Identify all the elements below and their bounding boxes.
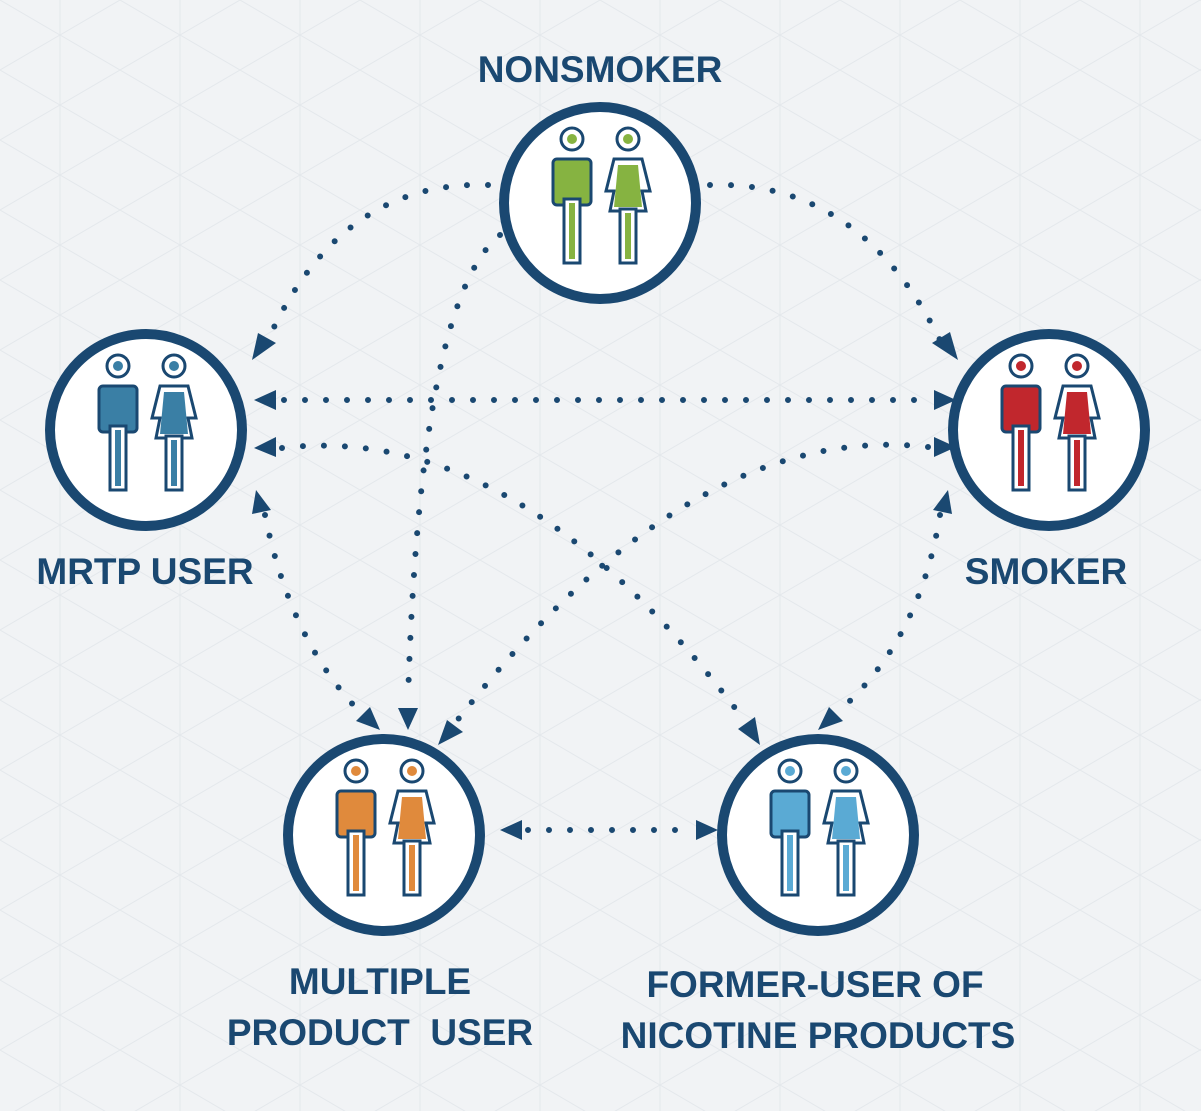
node-label: NONSMOKER	[478, 49, 723, 90]
arrowhead-icon	[254, 437, 276, 457]
node-circle	[948, 329, 1150, 531]
arrowhead-icon	[932, 332, 958, 360]
arrowhead-icon	[438, 720, 463, 745]
transition-arrows	[252, 181, 958, 840]
arrow-nonsmoker-to-multiple	[405, 232, 503, 703]
node-label-line1: FORMER-USER OF	[646, 964, 983, 1005]
arrowhead-icon	[818, 707, 843, 730]
node-nonsmoker: NONSMOKER	[478, 49, 723, 304]
node-label: SMOKER	[965, 551, 1127, 592]
arrowhead-icon	[252, 333, 276, 360]
node-circle	[283, 734, 485, 936]
arrowhead-icon	[500, 820, 522, 840]
arrowhead-icon	[738, 717, 760, 745]
node-smoker: SMOKER	[948, 329, 1150, 592]
node-circle	[499, 102, 701, 304]
node-circle	[717, 734, 919, 936]
arrowhead-icon	[933, 490, 952, 514]
node-label-line2: PRODUCT USER	[227, 1012, 533, 1053]
node-label-line2: NICOTINE PRODUCTS	[621, 1015, 1016, 1056]
node-label: MRTP USER	[36, 551, 253, 592]
arrowhead-icon	[356, 707, 380, 730]
node-circle	[45, 329, 247, 531]
arrowhead-icon	[696, 820, 718, 840]
arrowhead-icon	[934, 390, 956, 410]
node-mrtp-user: MRTP USER	[36, 329, 254, 592]
node-former-user: FORMER-USER OF NICOTINE PRODUCTS	[621, 734, 1016, 1056]
node-multiple-product-user: MULTIPLE PRODUCT USER	[227, 734, 533, 1053]
arrowhead-icon	[254, 390, 276, 410]
node-label-line1: MULTIPLE	[289, 961, 471, 1002]
arrow-mrtp-former	[279, 442, 747, 723]
arrowhead-icon	[934, 437, 956, 457]
arrow-nonsmoker-to-smoker	[707, 181, 943, 343]
arrowhead-icon	[398, 708, 418, 730]
arrowhead-icon	[252, 490, 271, 514]
